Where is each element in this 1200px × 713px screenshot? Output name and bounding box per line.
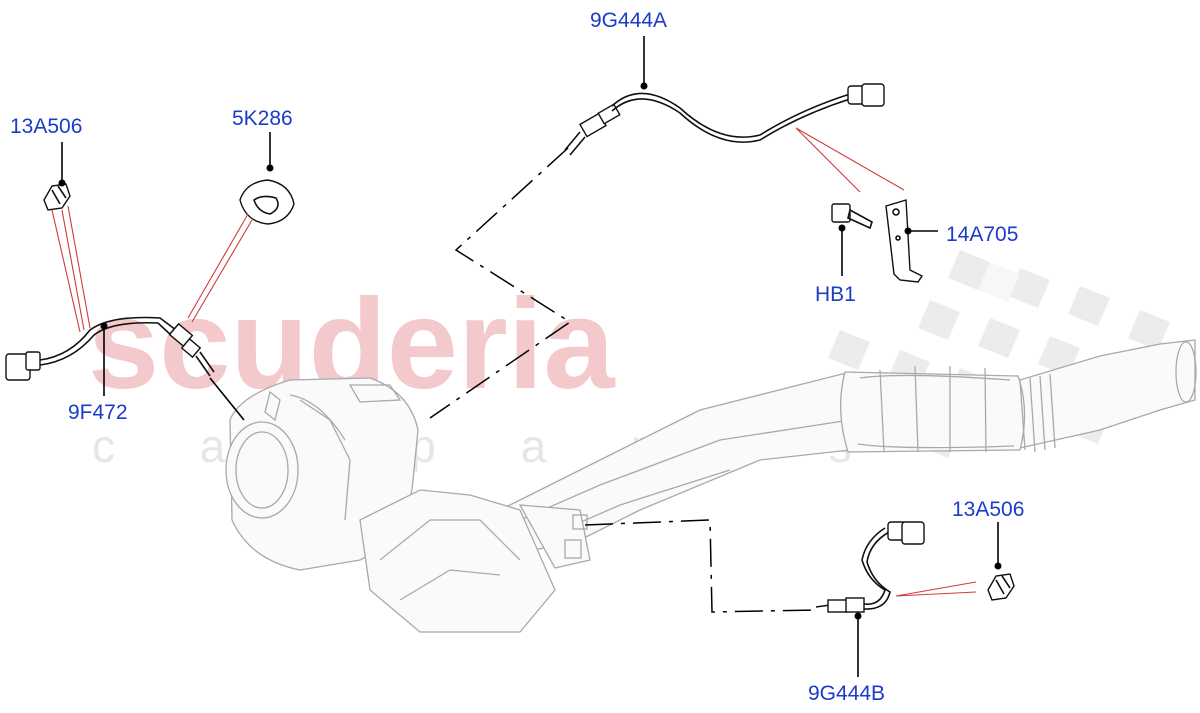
callout-leaders	[58, 36, 1002, 677]
bracket-14A705	[885, 199, 924, 283]
callout-9F472: 9F472	[68, 401, 128, 424]
reference-lines	[429, 147, 817, 613]
callout-HB1: HB1	[815, 283, 856, 306]
harness-clip-13A506-left	[43, 183, 71, 211]
oxygen-sensor-9G444A	[564, 83, 885, 156]
bolt-HB1	[831, 203, 873, 230]
grommet-5K286	[239, 179, 295, 225]
harness-clip-13A506-right	[987, 573, 1015, 601]
oxygen-sensor-9F472	[5, 316, 215, 381]
red-leader-lines	[51, 127, 977, 597]
callout-5K286: 5K286	[232, 107, 293, 130]
callout-14A705: 14A705	[946, 223, 1018, 246]
exhaust-pipe-assembly	[499, 339, 1197, 553]
catalytic-converter	[225, 377, 591, 633]
oxygen-sensor-9G444B	[815, 521, 925, 613]
callout-9G444A: 9G444A	[590, 9, 667, 32]
callout-13A506-left: 13A506	[10, 115, 82, 138]
callout-9G444B: 9G444B	[808, 682, 885, 705]
callout-13A506-right: 13A506	[952, 498, 1024, 521]
